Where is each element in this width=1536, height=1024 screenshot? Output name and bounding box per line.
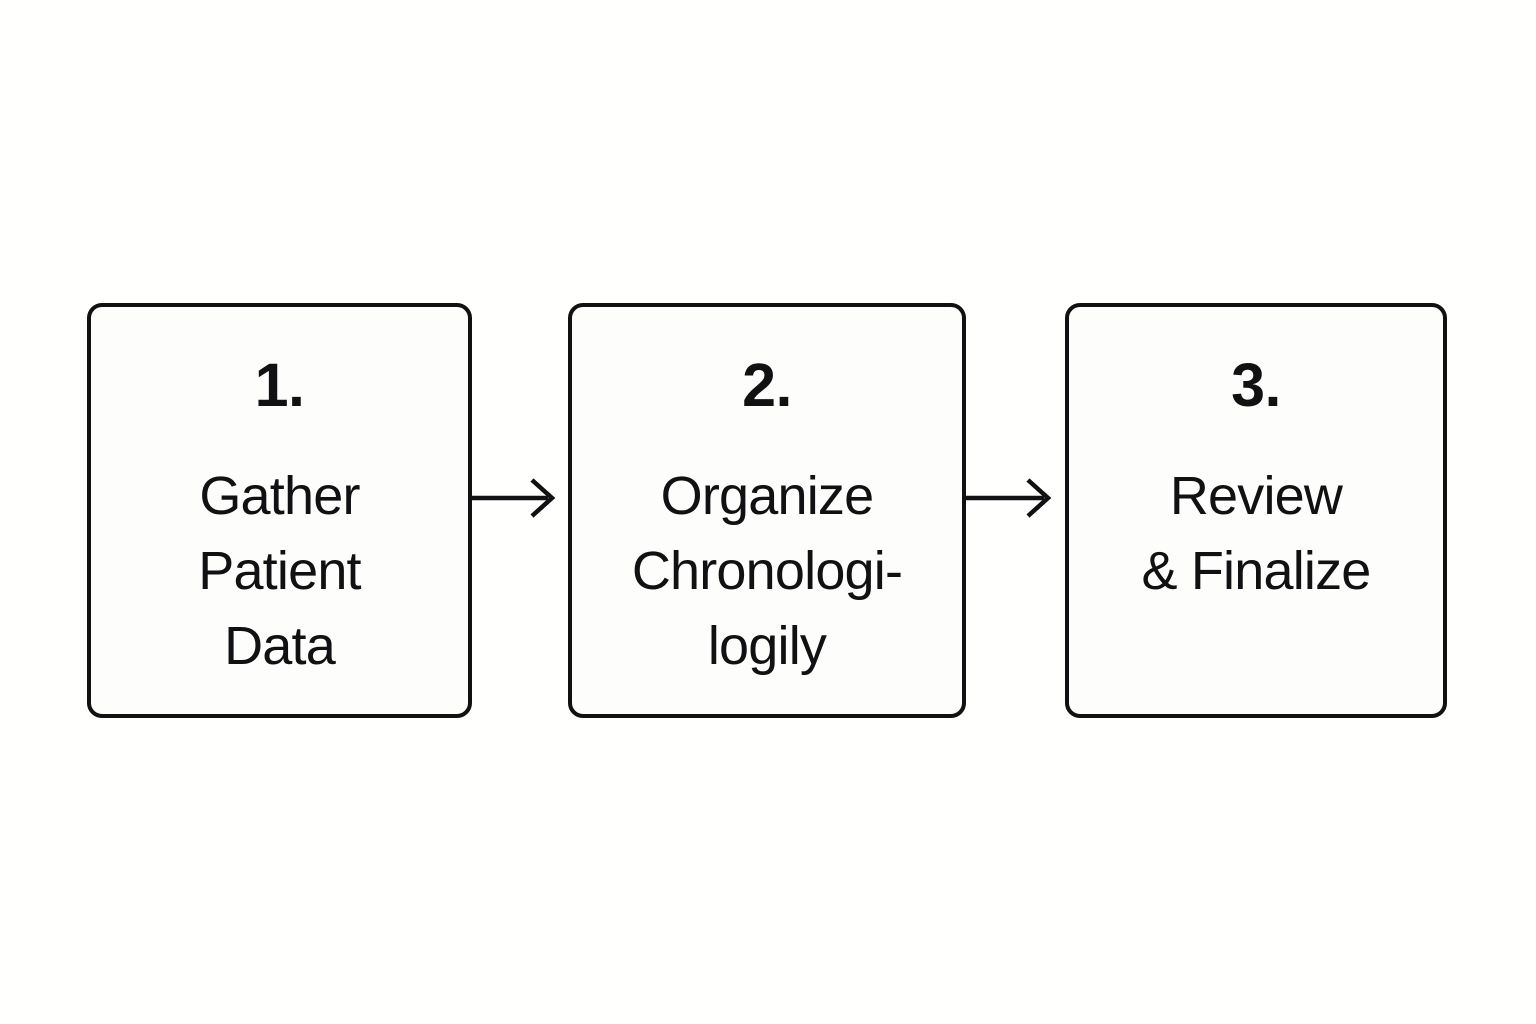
process-step-3[interactable]: 3. Review & Finalize [1065, 303, 1447, 718]
step-1-label: Gather Patient Data [198, 466, 361, 676]
process-step-1[interactable]: 1. Gather Patient Data [87, 303, 472, 718]
step-1-number: 1. [254, 351, 305, 419]
step-3-label: Review & Finalize [1141, 466, 1371, 601]
arrow-right-icon-step1-to-step2 [470, 465, 570, 531]
process-step-2[interactable]: 2. Organize Chronologi- logily [568, 303, 966, 718]
step-3-number: 3. [1231, 351, 1281, 419]
step-2-number: 2. [742, 351, 792, 419]
arrow-right-icon-step2-to-step3 [964, 465, 1067, 531]
step-2-label: Organize Chronologi- logily [631, 466, 903, 676]
